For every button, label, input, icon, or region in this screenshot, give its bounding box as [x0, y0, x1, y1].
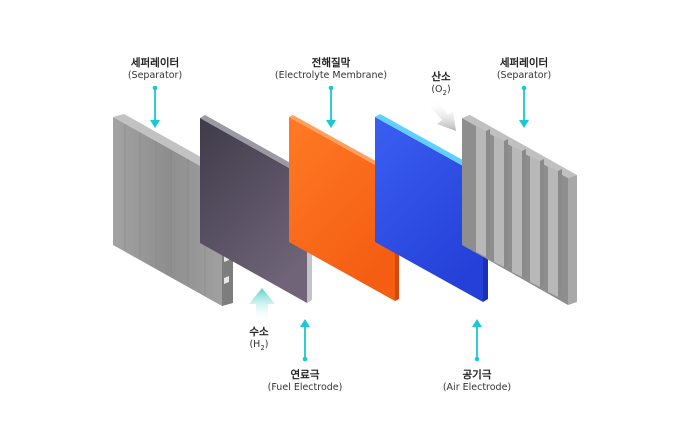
electrolyte-membrane-subtitle: (Electrolyte Membrane) — [274, 70, 388, 82]
fuel-electrode-subtitle: (Fuel Electrode) — [267, 382, 343, 394]
right-separator-plate — [462, 115, 577, 305]
electrolyte-membrane-label: 전해질막 (Electrolyte Membrane) — [256, 57, 406, 82]
separator-left-pointer-arrow — [150, 85, 160, 128]
oxygen-formula: (O2) — [431, 84, 451, 98]
separator-right-pointer-arrow — [519, 85, 529, 128]
air-electrode-title: 공기극 — [462, 369, 492, 381]
separator-left-subtitle: (Separator) — [127, 70, 183, 82]
electrolyte-membrane-title: 전해질막 — [311, 57, 351, 69]
air-electrode-pointer-arrow — [472, 319, 482, 362]
fuel-electrode-label: 연료극 (Fuel Electrode) — [230, 369, 380, 394]
fuel-electrode-title: 연료극 — [290, 369, 320, 381]
oxygen-label: 산소 (O2) — [366, 71, 516, 98]
air-electrode-subtitle: (Air Electrode) — [442, 382, 512, 394]
oxygen-inflow-arrow — [430, 100, 456, 131]
separator-right-subtitle: (Separator) — [496, 70, 552, 82]
separator-right-title: 세퍼레이터 — [499, 57, 549, 69]
hydrogen-label: 수소 (H2) — [184, 326, 334, 353]
air-electrode-label: 공기극 (Air Electrode) — [402, 369, 552, 394]
hydrogen-title: 수소 — [249, 326, 269, 338]
separator-left-label: 세퍼레이터 (Separator) — [80, 57, 230, 82]
separator-right-label: 세퍼레이터 (Separator) — [449, 57, 599, 82]
hydrogen-formula: (H2) — [249, 339, 269, 353]
hydrogen-inflow-arrow — [249, 288, 275, 322]
electrolyte-pointer-arrow — [326, 85, 336, 128]
separator-left-title: 세퍼레이터 — [130, 57, 180, 69]
fuel-electrode-pointer-arrow — [300, 319, 310, 362]
oxygen-title: 산소 — [431, 71, 451, 83]
